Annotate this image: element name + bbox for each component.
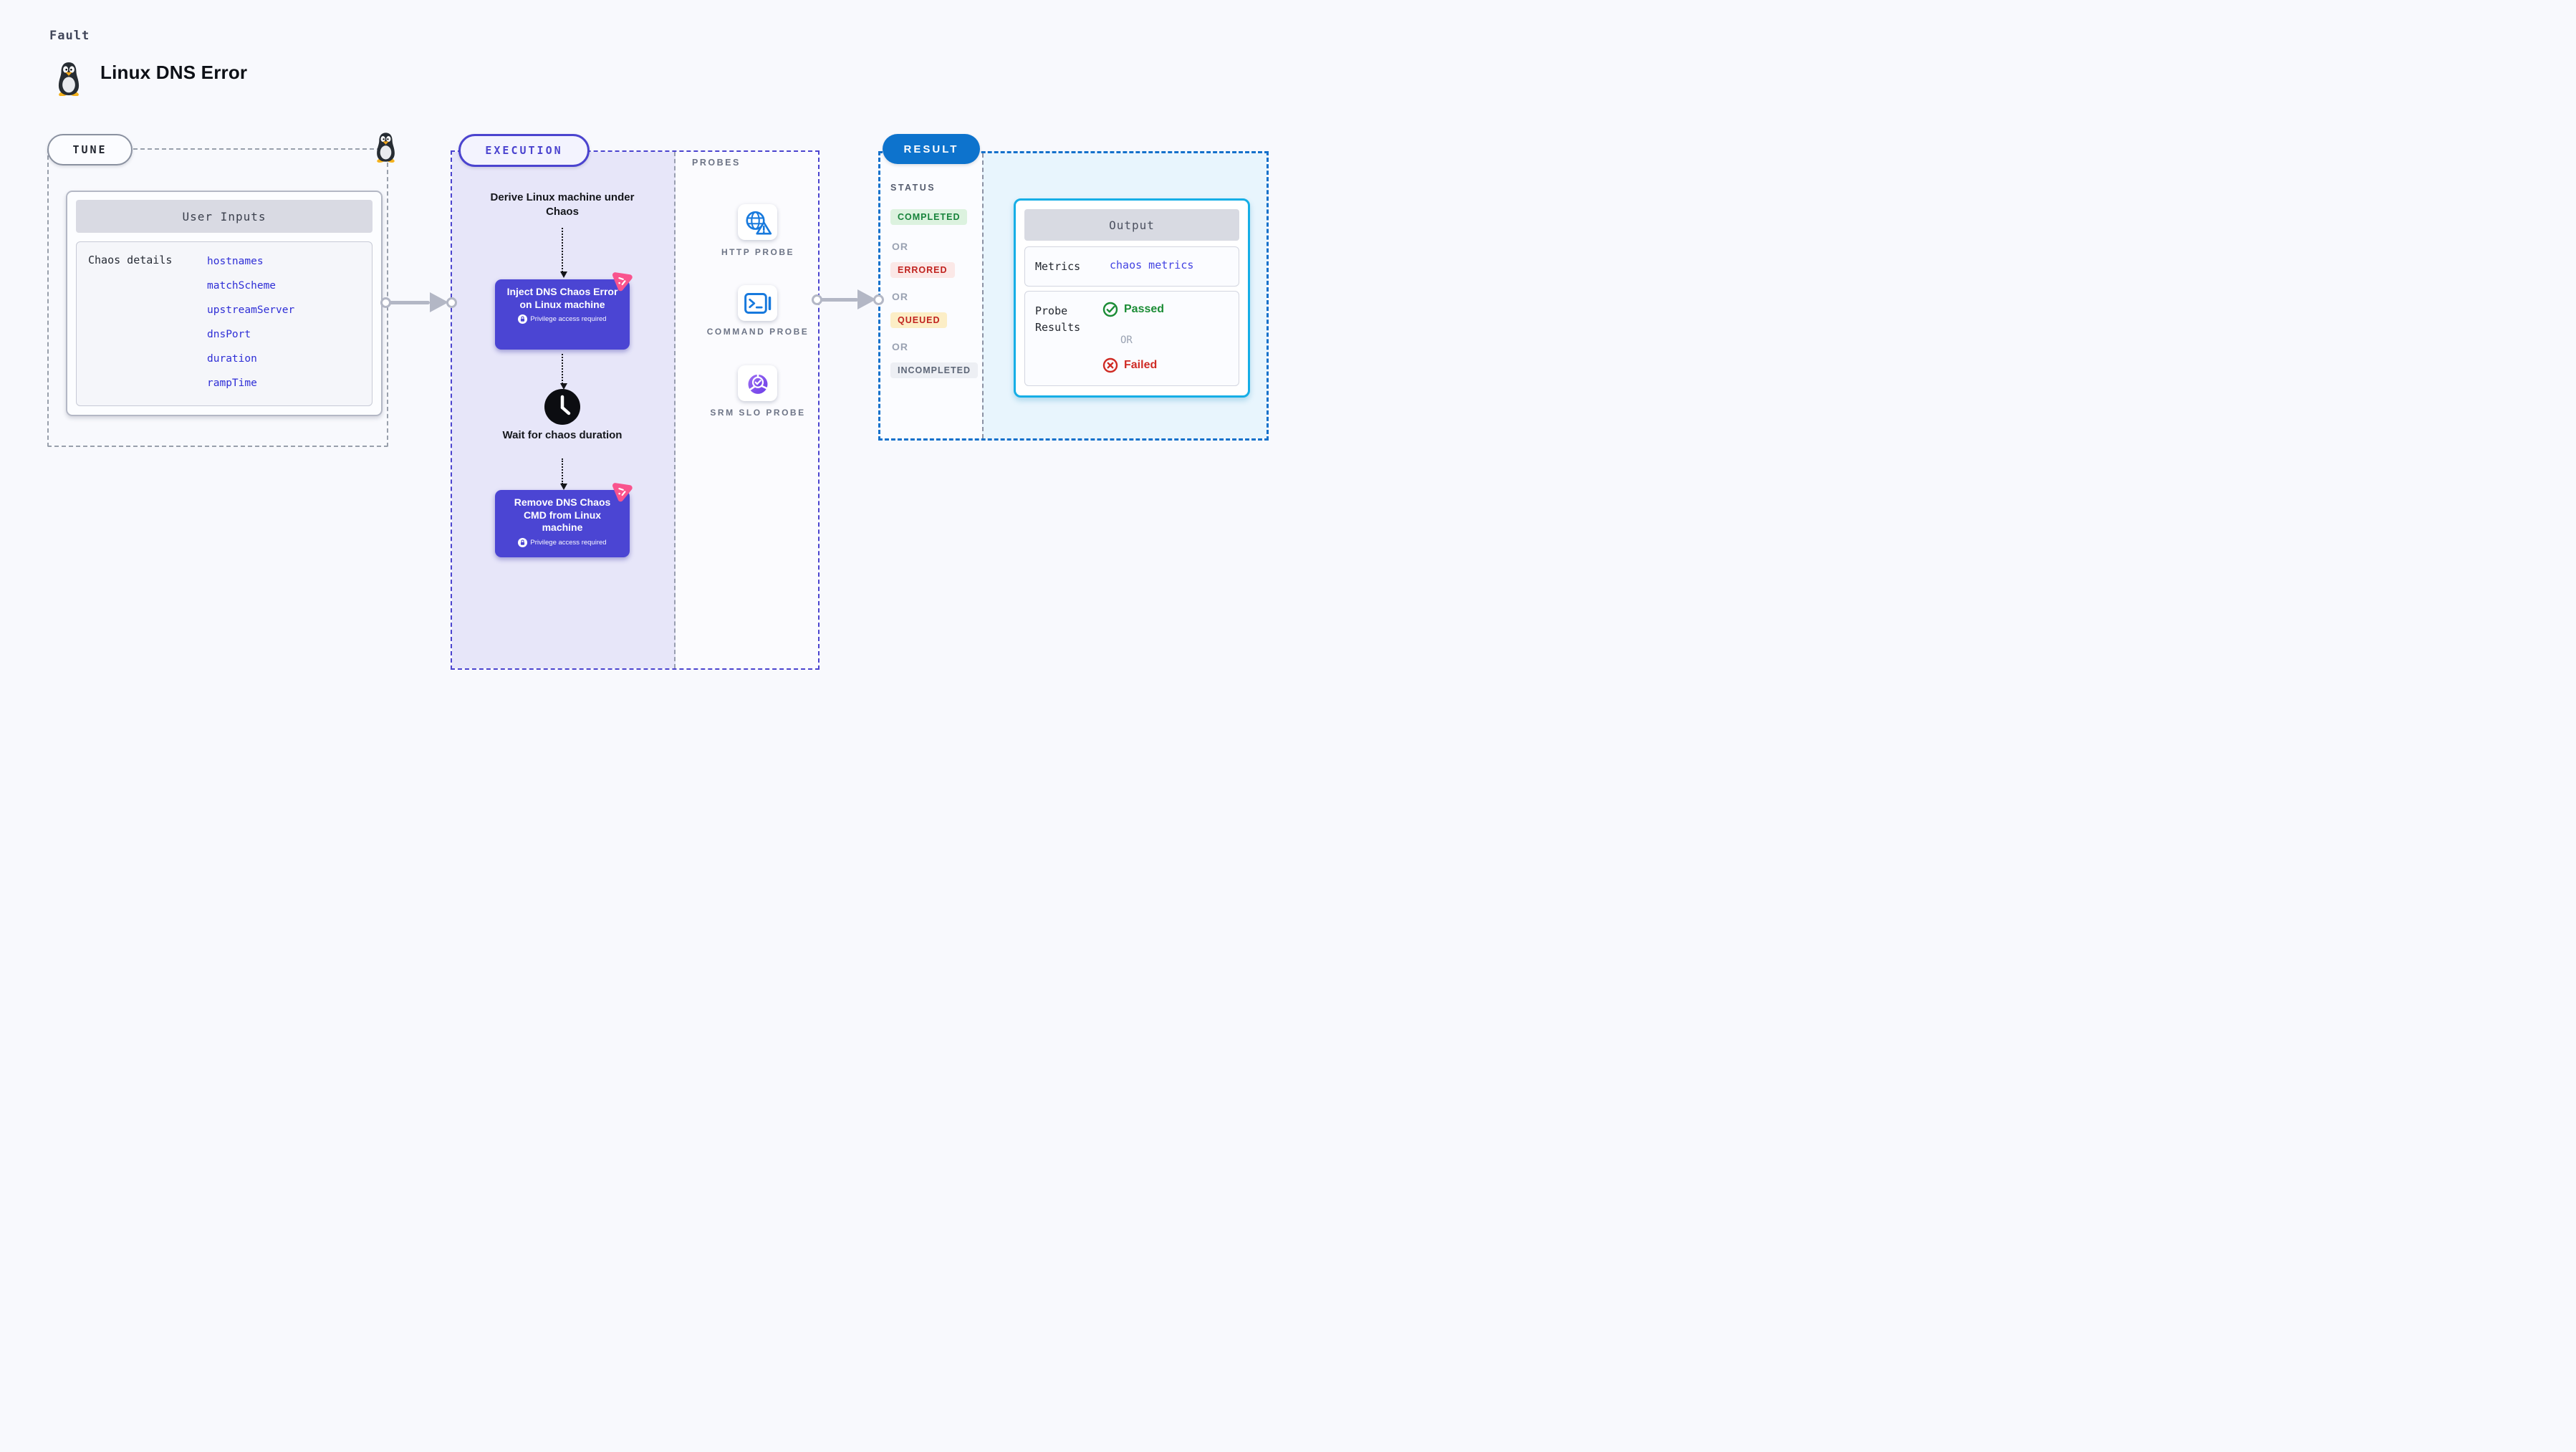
tune-tux-icon [377,133,395,163]
check-circle-icon [1102,302,1118,317]
input-link-duration[interactable]: duration [207,353,257,365]
passed-label: Passed [1124,303,1165,315]
user-inputs-title: User Inputs [76,200,373,233]
or-separator: OR [892,291,908,302]
metrics-row: Metrics chaos metrics [1024,246,1239,287]
wait-clock-icon [544,389,580,425]
flow-arrow-2 [560,354,568,390]
status-heading: STATUS [890,183,936,193]
flow-arrow-3 [560,458,568,490]
lock-icon [518,537,528,547]
input-link-dnsport[interactable]: dnsPort [207,329,251,340]
status-badge-completed: COMPLETED [890,209,968,225]
input-link-upstreamserver[interactable]: upstreamServer [207,304,295,316]
lock-icon [518,314,528,324]
chaos-details-label: Chaos details [88,254,173,266]
user-inputs-table: Chaos details hostnames matchScheme upst… [76,241,373,406]
input-link-ramptime[interactable]: rampTime [207,378,257,389]
output-title: Output [1024,209,1239,241]
metrics-label: Metrics [1035,260,1081,273]
remove-chaos-node: Remove DNS Chaos CMD from Linux machine … [495,490,630,557]
chaos-fault-pink-icon [612,483,633,502]
tune-to-execution-connector [380,292,457,313]
status-badge-incompleted: INCOMPLETED [890,362,978,378]
execution-badge: EXECUTION [458,134,590,167]
http-probe-label: HTTP PROBE [721,247,795,257]
or-separator: OR [892,341,908,352]
globe-alert-icon [745,211,772,234]
or-separator: OR [892,241,908,252]
privilege-note-row: Privilege access required [502,314,623,324]
terminal-icon [744,292,771,314]
http-probe-card [738,204,777,240]
command-probe-label: COMMAND PROBE [706,327,809,337]
result-badge: RESULT [883,134,980,164]
x-circle-icon [1102,357,1118,373]
connector-end-dot [873,294,884,305]
remove-step-title: Remove DNS Chaos CMD from Linux machine [514,496,611,533]
output-card: Output Metrics chaos metrics Probe Resul… [1014,198,1250,398]
status-badge-errored: ERRORED [890,262,955,278]
input-link-hostnames[interactable]: hostnames [207,256,264,267]
failed-label: Failed [1124,359,1158,371]
fault-diagram-canvas: Fault Linux DNS Error TUNE User Inputs C… [0,0,1288,726]
user-inputs-card: User Inputs Chaos details hostnames matc… [66,191,383,416]
failed-verdict: Failed [1102,357,1157,373]
privilege-note-row-2: Privilege access required [502,537,623,547]
chaos-input-list: hostnames matchScheme upstreamServer dns… [207,249,294,395]
passed-verdict: Passed [1102,302,1164,317]
srm-slo-probe-card [738,365,777,401]
connector-end-dot [446,297,457,308]
input-link-matchscheme[interactable]: matchScheme [207,280,277,292]
probes-heading: PROBES [692,158,741,168]
wait-step-title: Wait for chaos duration [502,429,623,441]
inject-step-title: Inject DNS Chaos Error on Linux machine [506,286,618,310]
probe-results-row: Probe Results Passed OR Failed [1024,291,1239,386]
execution-to-result-connector [812,289,884,310]
flow-arrow-1 [560,228,568,278]
connector-start-dot [812,294,822,305]
probe-results-label: Probe Results [1035,304,1081,334]
srm-slo-probe-label: SRM SLO PROBE [710,408,806,418]
execution-section-frame: PROBES HTTP PROBE COMMAND PROBE [451,150,820,670]
command-probe-card [738,285,777,321]
page-title: Linux DNS Error [100,62,248,83]
chaos-fault-pink-icon [612,272,633,292]
fault-kicker: Fault [49,29,90,43]
privilege-note: Privilege access required [530,538,607,547]
tune-badge: TUNE [47,134,133,165]
status-badge-queued: QUEUED [890,312,948,328]
chaos-metrics-link[interactable]: chaos metrics [1110,259,1194,271]
connector-start-dot [380,297,391,308]
slo-donut-check-icon [748,373,768,394]
inject-chaos-node: Inject DNS Chaos Error on Linux machine … [495,279,630,350]
privilege-note: Privilege access required [530,315,607,323]
linux-tux-icon [58,62,80,96]
derive-step-title: Derive Linux machine under Chaos [490,191,635,218]
or-separator: OR [1120,335,1133,346]
